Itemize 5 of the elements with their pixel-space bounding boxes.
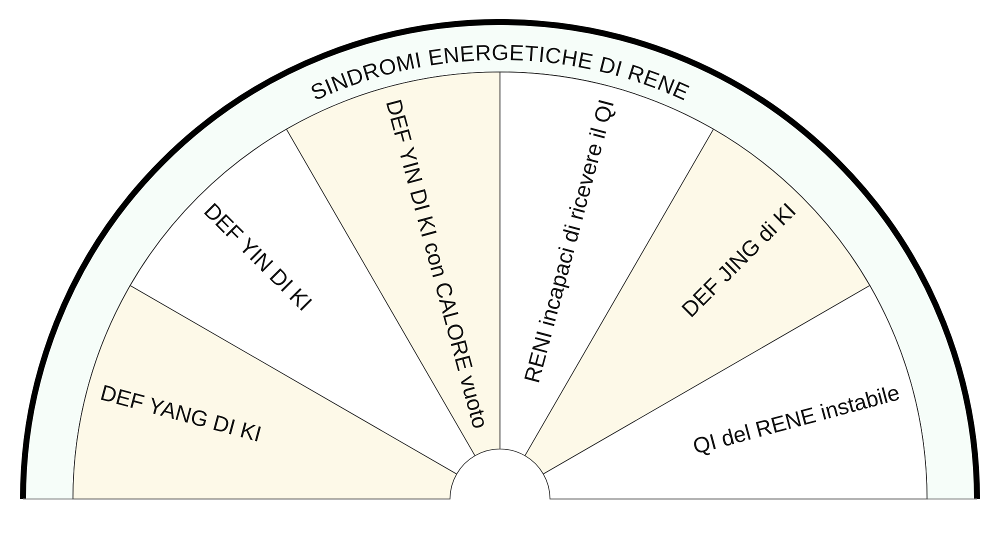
sector-label: QI del RENE instabile	[690, 380, 902, 460]
sector-label: DEF YIN DI KI	[199, 198, 317, 316]
sector-label: RENI incapaci di ricevere il QI	[519, 96, 620, 386]
sector-label: DEF YANG DI KI	[98, 380, 264, 448]
sector-label: DEF YIN DI KI con CALORE vuoto	[381, 96, 494, 432]
